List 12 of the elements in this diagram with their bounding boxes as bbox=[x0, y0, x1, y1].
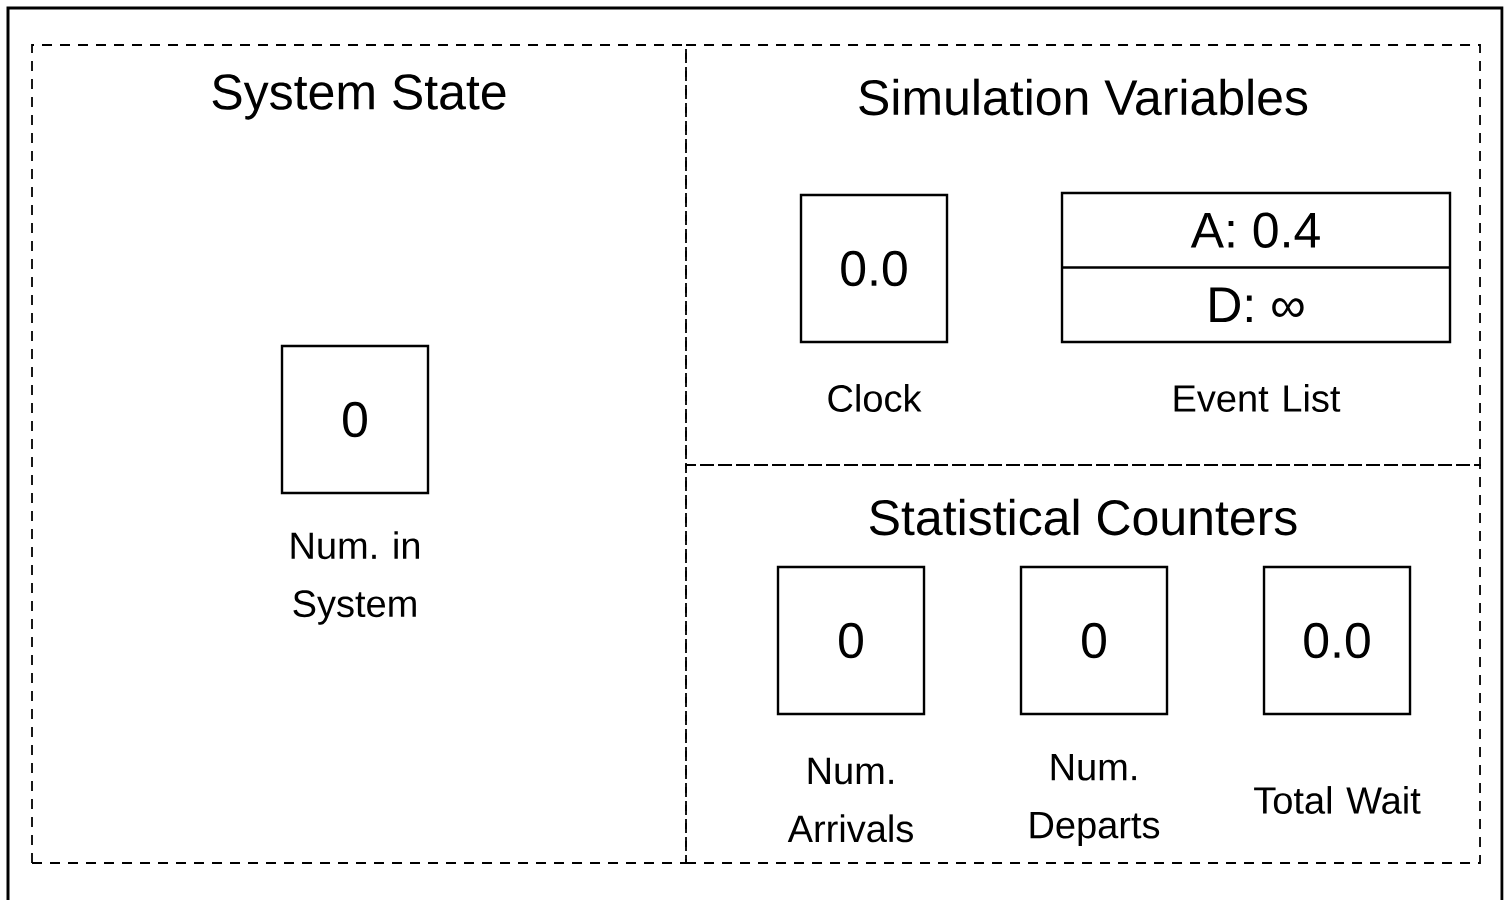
value-box: 0 bbox=[280, 344, 430, 495]
node-label: Num. in System bbox=[291, 531, 420, 625]
node-label: Num. Departs bbox=[1030, 754, 1160, 846]
value-box: 0.0 bbox=[799, 193, 949, 344]
node-label: Clock bbox=[828, 384, 922, 412]
node-label: Event List bbox=[1174, 384, 1341, 412]
value-box: 0.0 bbox=[1262, 565, 1412, 716]
node-label: Total Wait bbox=[1254, 786, 1421, 814]
value-box: 0 bbox=[1019, 565, 1169, 716]
value-box: 0 bbox=[776, 565, 926, 716]
node-label: Num. Arrivals bbox=[787, 757, 913, 843]
event-list-box: A: 0.4 D: ∞ bbox=[1060, 191, 1452, 344]
